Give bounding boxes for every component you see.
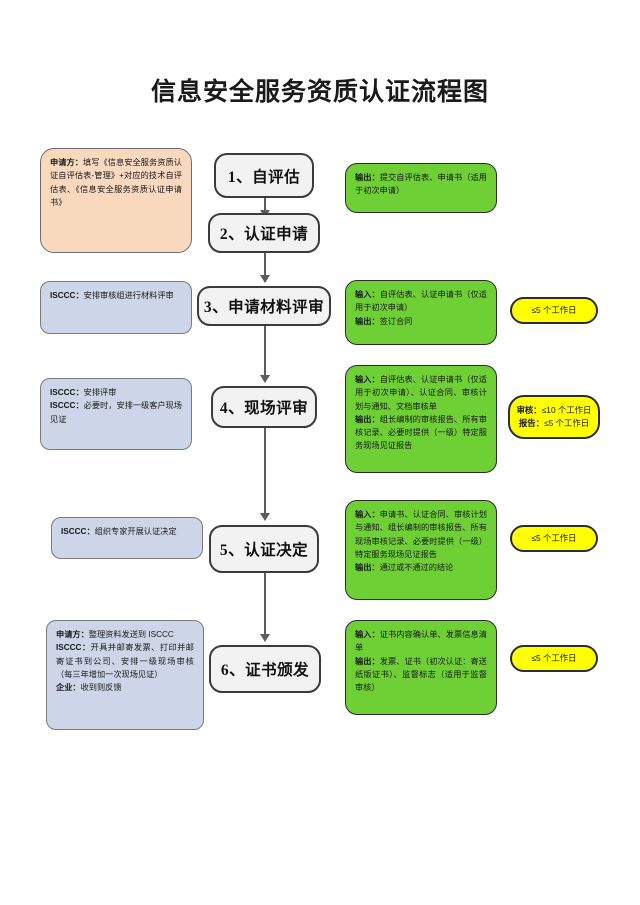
note-line-label: ISCCC：: [50, 401, 84, 411]
io-material-review: 输入：自评估表、认证申请书（仅适用于初次申请）输出：签订合同: [345, 280, 497, 345]
note-line: 申请方：填写《信息安全服务资质认证自评估表-管理》+对应的技术自评估表、《信息安…: [50, 156, 182, 209]
note-line-text: 证书内容确认单、发票信息清单: [355, 630, 487, 653]
step-label: 4、现场评审: [219, 400, 309, 417]
note-line-text: 签订合同: [379, 316, 413, 326]
io-certification-decision: 输入：申请书、认证合同、审核计划与通知、组长编制的审核报告、所有现场审核记录、必…: [345, 500, 497, 600]
note-line-label: 输出：: [355, 414, 380, 424]
note-material-review: ISCCC：安排审核组进行材料评审: [40, 281, 192, 334]
note-line: 申请方：整理资料发送到 ISCCC: [56, 628, 194, 641]
io-onsite-review: 输入：自评估表、认证申请书（仅适用于初次申请）、认证合同、审核计划与通知、文档审…: [345, 365, 497, 473]
note-line-text: 收到则反馈: [80, 683, 122, 693]
note-line: ≤5 个工作日: [531, 304, 576, 317]
note-line: ≤5 个工作日: [531, 652, 576, 665]
connector-step4-step5: [264, 428, 266, 518]
note-line-label: ISCCC：: [50, 388, 84, 397]
page-title: 信息安全服务资质认证流程图: [150, 79, 489, 106]
note-line: 审核：≤10 个工作日: [517, 404, 592, 417]
step-label: 3、申请材料评审: [203, 299, 325, 316]
note-line-text: 自评估表、认证申请书（仅适用于初次申请）: [355, 290, 487, 313]
arrowhead-step5: [260, 513, 270, 521]
step-5-certification-decision[interactable]: 5、认证决定: [209, 525, 319, 573]
step-1-self-assessment[interactable]: 1、自评估: [214, 153, 314, 198]
note-line-text: 通过或不通过的结论: [379, 563, 454, 573]
note-line: ISCCC：安排审核组进行材料评审: [50, 289, 182, 302]
note-line: ≤5 个工作日: [531, 532, 576, 545]
note-line-label: 申请方：: [56, 630, 89, 639]
note-line-text: 组织专家开展认证决定: [94, 527, 177, 536]
note-line-text: 发票、证书（初次认证：寄送纸版证书）、监督标志（适用于监督审核）: [355, 656, 487, 693]
note-line-label: 输出：: [355, 316, 380, 326]
note-line-label: 企业：: [56, 683, 81, 693]
note-self-assessment: 申请方：填写《信息安全服务资质认证自评估表-管理》+对应的技术自评估表、《信息安…: [40, 148, 192, 253]
note-line-label: ISCCC：: [61, 527, 95, 536]
note-line: 输入：自评估表、认证申请书（仅适用于初次申请）: [355, 288, 487, 315]
note-line-text: ≤5 个工作日: [531, 652, 577, 663]
note-line-text: ≤5 个工作日: [531, 304, 577, 315]
note-line: ISCCC：组织专家开展认证决定: [61, 525, 193, 538]
note-line-label: 输出：: [355, 656, 380, 666]
arrowhead-step6: [260, 634, 270, 642]
step-label: 6、证书颁发: [220, 662, 310, 679]
step-label: 2、认证申请: [219, 226, 309, 243]
note-line-label: 报告：: [518, 418, 545, 428]
arrowhead-step4: [260, 375, 270, 383]
note-line-label: 输入：: [355, 290, 380, 299]
note-line: 输入：证书内容确认单、发票信息清单: [355, 628, 487, 655]
note-line: 输出：签订合同: [355, 315, 487, 328]
step-label: 5、认证决定: [219, 542, 309, 559]
step-3-material-review[interactable]: 3、申请材料评审: [197, 286, 331, 326]
note-line-text: ≤10 个工作日: [541, 404, 592, 415]
note-line-label: 审核：: [516, 404, 542, 415]
duration-certificate-issue: ≤5 个工作日: [510, 645, 598, 672]
note-line: 报告：≤5 个工作日: [519, 417, 589, 430]
note-line: 输出：通过或不通过的结论: [355, 561, 487, 574]
note-line-text: 申请书、认证合同、审核计划与通知、组长编制的审核报告、所有现场审核记录、必要时提…: [355, 510, 487, 559]
duration-certification-decision: ≤5 个工作日: [510, 525, 598, 552]
note-line: 输出：提交自评估表、申请书（适用于初次申请）: [355, 171, 487, 198]
note-line: 输出：发票、证书（初次认证：寄送纸版证书）、监督标志（适用于监督审核）: [355, 655, 487, 695]
note-line: 输入：申请书、认证合同、审核计划与通知、组长编制的审核报告、所有现场审核记录、必…: [355, 508, 487, 561]
duration-onsite-review: 审核：≤10 个工作日报告：≤5 个工作日: [508, 395, 600, 439]
note-line-text: 开具并邮寄发票、打印并邮寄证书到公司、安排一级现场审核（每三年增加一次现场见证）: [56, 643, 194, 679]
note-line-text: 提交自评估表、申请书（适用于初次申请）: [355, 173, 487, 196]
note-line: 输入：自评估表、认证申请书（仅适用于初次申请）、认证合同、审核计划与通知、文档审…: [355, 373, 487, 413]
step-6-certificate-issue[interactable]: 6、证书颁发: [209, 645, 321, 693]
note-line-text: ≤5 个工作日: [544, 418, 590, 428]
note-line-label: 申请方：: [50, 158, 84, 167]
note-line: ISCCC：必要时，安排一级客户现场见证: [50, 399, 182, 426]
note-line: 输出：组长编制的审核报告、所有审核记录、必要时提供（一级）特定服务现场见证报告: [355, 413, 487, 453]
note-line-text: 必要时，安排一级客户现场见证: [50, 401, 182, 424]
io-self-assessment: 输出：提交自评估表、申请书（适用于初次申请）: [345, 163, 497, 213]
duration-material-review: ≤5 个工作日: [510, 297, 598, 324]
connector-step5-step6: [264, 573, 266, 639]
note-line-label: ISCCC：: [56, 643, 91, 653]
note-line-label: 输入：: [355, 375, 380, 384]
note-line-label: 输出：: [355, 173, 380, 182]
note-line-text: 自评估表、认证申请书（仅适用于初次申请）、认证合同、审核计划与通知、文档审核单: [355, 375, 487, 411]
note-line-text: 填写《信息安全服务资质认证自评估表-管理》+对应的技术自评估表、《信息安全服务资…: [50, 158, 182, 207]
note-certification-decision: ISCCC：组织专家开展认证决定: [51, 517, 203, 559]
step-4-onsite-review[interactable]: 4、现场评审: [211, 386, 317, 428]
note-line-text: 安排审核组进行材料评审: [83, 291, 174, 300]
connector-step1-step2: [264, 198, 266, 214]
note-line-text: ≤5 个工作日: [531, 532, 577, 543]
note-line-label: 输出：: [355, 563, 380, 573]
note-line-label: 输入：: [355, 630, 380, 639]
note-line-text: 安排评审: [83, 388, 117, 397]
io-certificate-issue: 输入：证书内容确认单、发票信息清单输出：发票、证书（初次认证：寄送纸版证书）、监…: [345, 620, 497, 715]
note-line: 企业：收到则反馈: [56, 681, 194, 694]
step-2-certification-application[interactable]: 2、认证申请: [208, 213, 320, 253]
note-line-text: 组长编制的审核报告、所有审核记录、必要时提供（一级）特定服务现场见证报告: [355, 414, 487, 451]
connector-step3-step4: [264, 326, 266, 380]
note-line-label: ISCCC：: [50, 291, 84, 300]
note-line: ISCCC：开具并邮寄发票、打印并邮寄证书到公司、安排一级现场审核（每三年增加一…: [56, 641, 194, 681]
connector-step2-step3: [264, 253, 266, 282]
note-line-text: 整理资料发送到 ISCCC: [88, 630, 174, 639]
note-line-label: 输入：: [355, 510, 380, 519]
step-label: 1、自评估: [227, 168, 301, 186]
note-line: ISCCC：安排评审: [50, 386, 182, 399]
arrowhead-step3: [260, 275, 270, 283]
